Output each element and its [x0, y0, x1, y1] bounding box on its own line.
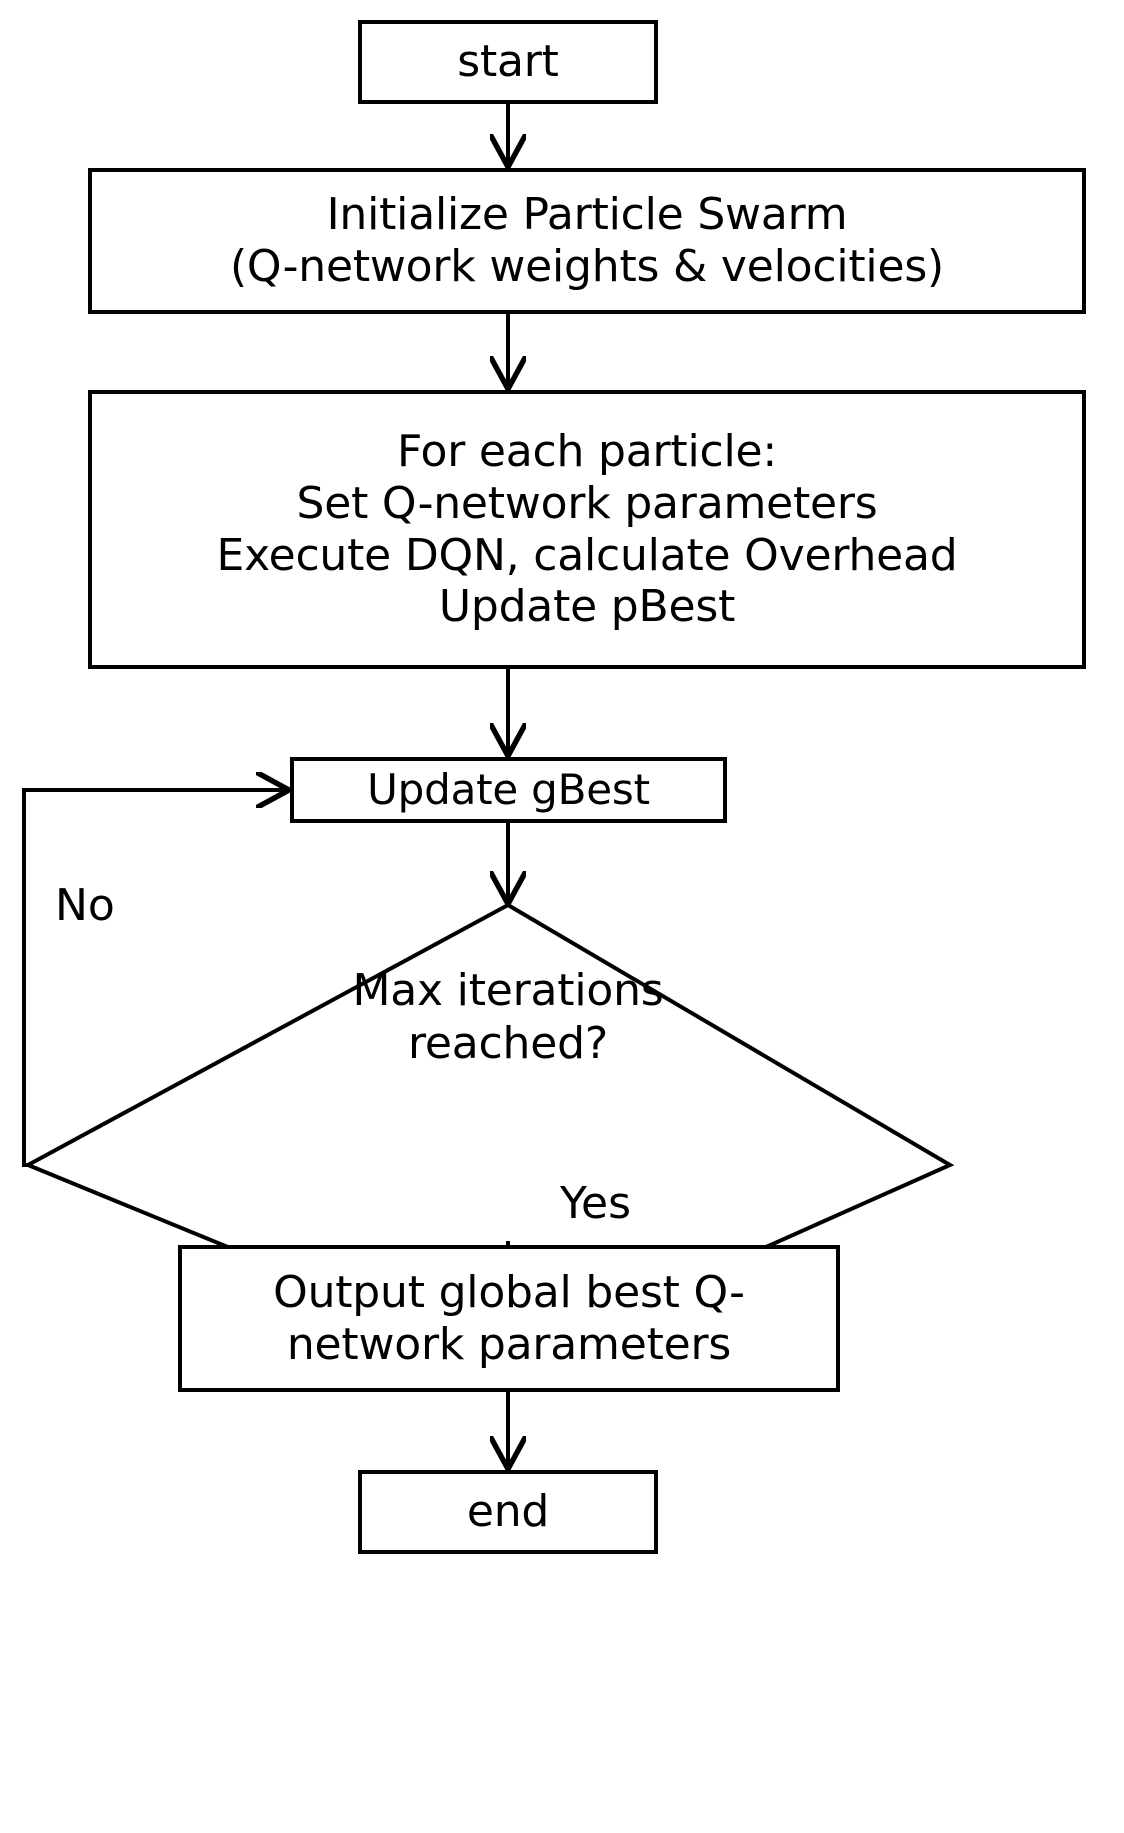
node-initialize-label: Initialize Particle Swarm (Q-network wei…: [229, 189, 945, 292]
edge-label-yes: Yes: [560, 1178, 632, 1229]
node-decision-max-iterations-label: Max iterations reached?: [352, 965, 664, 1069]
edge-decision-no-loopback: [22, 790, 286, 1167]
node-end[interactable]: end: [358, 1470, 658, 1554]
node-output-global-best[interactable]: Output global best Q- network parameters: [178, 1245, 840, 1392]
node-start-label: start: [457, 36, 559, 88]
node-update-gbest[interactable]: Update gBest: [290, 757, 727, 823]
node-end-label: end: [466, 1486, 550, 1538]
node-update-gbest-label: Update gBest: [367, 765, 650, 815]
node-for-each-particle[interactable]: For each particle: Set Q-network paramet…: [88, 390, 1086, 669]
node-start[interactable]: start: [358, 20, 658, 104]
node-initialize-particle-swarm[interactable]: Initialize Particle Swarm (Q-network wei…: [88, 168, 1086, 314]
edge-label-no: No: [55, 880, 115, 931]
node-output-label: Output global best Q- network parameters: [273, 1266, 745, 1370]
node-loop-label: For each particle: Set Q-network paramet…: [216, 425, 958, 633]
